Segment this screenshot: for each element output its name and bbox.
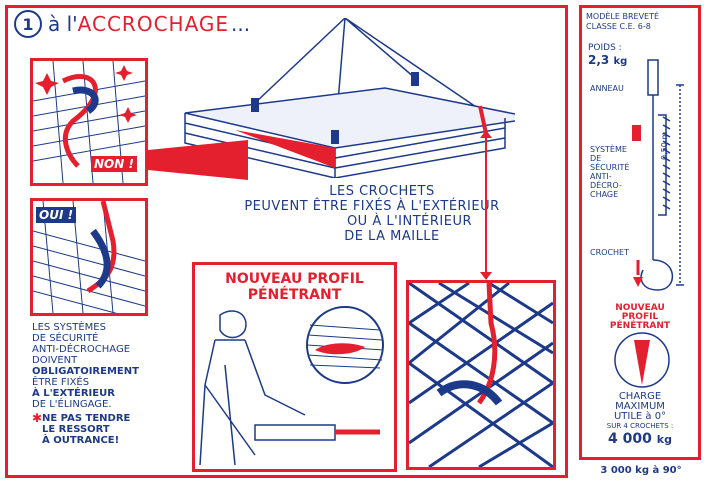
- systeme-label: SYSTÈME DE SÉCURITÉ ANTI- DÉCRO- CHAGE: [590, 145, 629, 199]
- de-l-elingage: DE L'ÉLINGAGE.: [32, 399, 112, 410]
- crochets-line2-b: À L'EXTÉRIEUR: [396, 199, 500, 214]
- charge-value-row: 4 000 kg: [584, 431, 696, 448]
- side-profil-line-1: PROFIL: [621, 312, 659, 322]
- securite-line-1: DE SÉCURITÉ: [32, 333, 99, 344]
- dimension-label: 0,50 m: [660, 131, 669, 160]
- page-title: 1 à l' ACCROCHAGE ...: [14, 10, 250, 38]
- side-profil-label: NOUVEAU PROFIL PÉNÉTRANT: [584, 304, 696, 331]
- sling-pallet-illustration: [184, 18, 515, 178]
- hook-product-drawing: [632, 59, 684, 291]
- side-profil-line-2: PÉNÉTRANT: [609, 321, 671, 331]
- poids-unit: kg: [613, 56, 628, 67]
- crochets-line3: OU À L'INTÉRIEUR: [346, 214, 473, 229]
- profil-line2: PÉNÉTRANT: [247, 287, 342, 303]
- non-illustration-frame: NON !: [30, 58, 148, 186]
- a-l-exterieur: À L'EXTÉRIEUR: [32, 388, 115, 399]
- warning-line-1: LE RESSORT: [42, 424, 110, 435]
- warning-line-0: NE PAS TENDRE: [42, 413, 131, 424]
- crochets-line2: PEUVENT ÊTRE FIXÉS À L'EXTÉRIEUR: [192, 199, 552, 214]
- side-profil-line-0: NOUVEAU: [615, 303, 665, 313]
- side-panel-frame: [579, 5, 701, 460]
- title-word: ACCROCHAGE: [77, 12, 230, 36]
- systeme-line-5: CHAGE: [590, 190, 619, 199]
- warning-star: ✱: [32, 411, 43, 425]
- charge-line1: CHARGE: [618, 391, 662, 402]
- systeme-line-0: SYSTÈME: [590, 145, 627, 154]
- crochets-caption: LES CROCHETS PEUVENT ÊTRE FIXÉS À L'EXTÉ…: [212, 184, 552, 244]
- classe-text: CLASSE C.E. 6-8: [586, 22, 651, 31]
- step-number: 1: [14, 10, 42, 38]
- charge-value: 4 000: [608, 431, 652, 447]
- securite-text: LES SYSTÈMES DE SÉCURITÉ ANTI-DÉCROCHAGE…: [32, 322, 192, 446]
- crochets-line4: DE LA MAILLE: [344, 229, 440, 244]
- charge-line4: SUR 4 CROCHETS :: [606, 422, 674, 430]
- securite-line-0: LES SYSTÈMES: [32, 322, 106, 333]
- vertical-double-arrow: [480, 130, 492, 280]
- systeme-line-4: DÉCRO-: [590, 181, 622, 190]
- poids-value: 2,3: [588, 53, 610, 67]
- modele-text: MODÈLE BREVETÉ: [586, 12, 660, 21]
- warning-line-2: À OUTRANCE!: [42, 435, 120, 446]
- obligatoirement: OBLIGATOIREMENT: [32, 366, 139, 377]
- worker-illustration: [199, 306, 384, 466]
- oui-label: OUI !: [36, 207, 77, 223]
- profil-title: NOUVEAU PROFIL PÉNÉTRANT: [195, 271, 394, 303]
- non-label: NON !: [91, 156, 137, 172]
- crochets-line1: LES CROCHETS: [329, 184, 435, 199]
- side-header: MODÈLE BREVETÉ CLASSE C.E. 6-8: [586, 12, 659, 32]
- crochets-line2-a: PEUVENT ÊTRE FIXÉS: [244, 199, 397, 214]
- charge-block: CHARGE MAXIMUM UTILE à 0° SUR 4 CROCHETS…: [584, 392, 696, 448]
- charge-unit: kg: [656, 433, 672, 446]
- charge-line3: UTILE à 0°: [613, 411, 667, 422]
- poids-label: POIDS :: [588, 43, 622, 53]
- pointer-arrow: [148, 140, 248, 180]
- securite-line-2: ANTI-DÉCROCHAGE: [32, 344, 131, 355]
- oui-hook-illustration: [33, 201, 145, 313]
- oui-illustration-frame: OUI !: [30, 198, 148, 316]
- title-prefix: à l': [48, 12, 78, 36]
- systeme-line-1: DE: [590, 154, 602, 163]
- warning-block: ✱ NE PAS TENDRE LE RESSORT À OUTRANCE!: [32, 411, 192, 446]
- securite-line-3: DOIVENT: [32, 355, 78, 366]
- profil-cross-section: [614, 332, 670, 388]
- poids-value-row: 2,3 kg: [588, 53, 627, 67]
- main-panel-frame: [5, 5, 568, 478]
- profil-line1: NOUVEAU PROFIL: [225, 271, 364, 287]
- profil-illustration-frame: NOUVEAU PROFIL PÉNÉTRANT: [192, 262, 397, 472]
- etre-fixes: ÊTRE FIXÉS: [32, 377, 90, 388]
- anneau-label: ANNEAU: [590, 84, 624, 93]
- crochet-label: CROCHET: [590, 248, 629, 257]
- mesh-hook-illustration: [409, 283, 553, 467]
- title-dots: ...: [231, 12, 251, 36]
- poids-block: POIDS : 2,3 kg: [588, 43, 627, 67]
- charge-line2: MAXIMUM: [615, 401, 665, 412]
- systeme-line-2: SÉCURITÉ: [590, 163, 630, 172]
- footer-capacity: 3 000 kg à 90°: [600, 465, 682, 476]
- mesh-illustration-frame: [406, 280, 556, 470]
- systeme-line-3: ANTI-: [590, 172, 612, 181]
